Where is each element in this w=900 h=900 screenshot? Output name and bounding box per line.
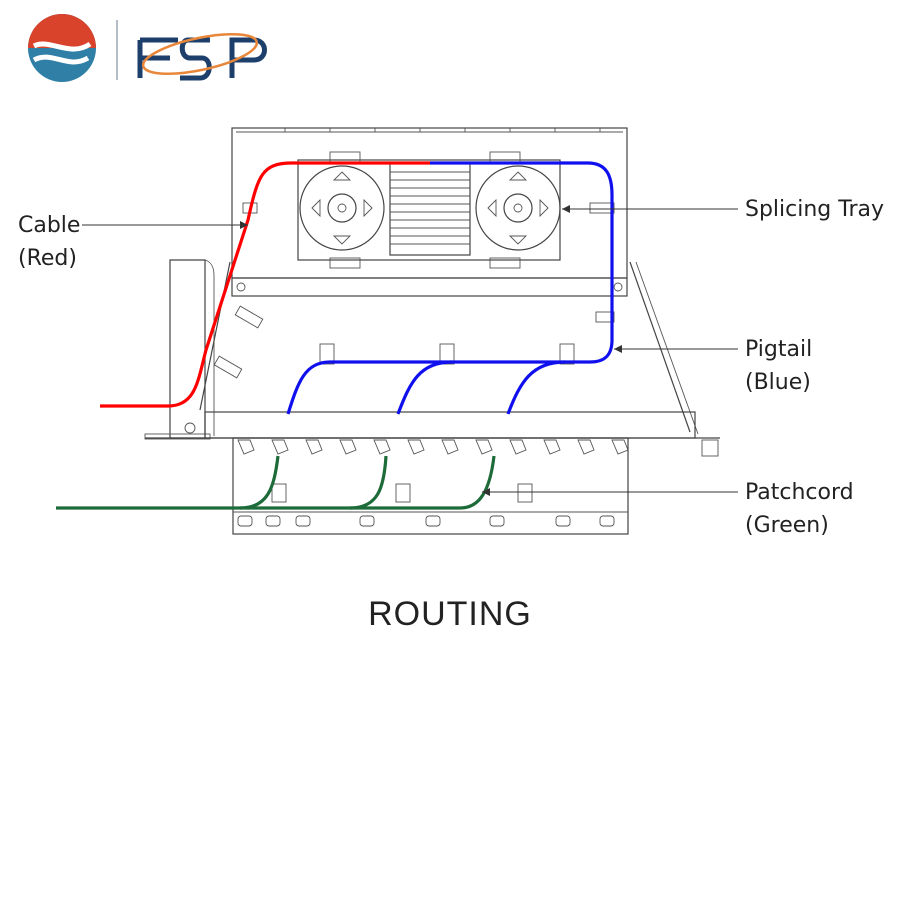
label-patchcord: Patchcord [745,480,854,505]
hinge-bar [231,277,628,297]
callout-pigtail: Pigtail (Blue) [614,337,812,395]
callout-patchcord: Patchcord (Green) [482,480,854,538]
label-splicing-tray: Splicing Tray [745,197,884,222]
left-mount-bracket [169,259,206,439]
callout-splicing-tray: Splicing Tray [562,197,884,222]
label-cable: Cable [18,213,80,238]
pigtail-blue-branch-2 [396,360,453,415]
enclosure-drawing [144,127,720,535]
diagram-title: ROUTING [368,595,532,633]
splice-holder [389,162,471,256]
thumb-screw-icon [701,439,719,457]
adapter-panel [204,411,696,439]
logo-wordmark [137,32,267,81]
callout-cable: Cable (Red) [18,213,248,271]
right-spool-icon [475,165,561,251]
label-patchcord-color: (Green) [745,513,829,538]
logo-emblem-icon [28,14,96,82]
label-pigtail-color: (Blue) [745,370,811,395]
patchcord-green-branch-2 [349,455,388,510]
patchcord-green-route [56,455,496,510]
pigtail-blue-route [286,161,614,415]
patchcord-green-branch-1 [239,455,280,510]
adapter-row [237,439,629,455]
pigtail-blue-branch-3 [506,360,566,415]
front-panel [232,437,629,535]
brand-logo [28,14,267,82]
left-spool-icon [299,165,385,251]
label-pigtail: Pigtail [745,337,812,362]
label-cable-color: (Red) [18,246,77,271]
cable-red-route [100,161,430,408]
